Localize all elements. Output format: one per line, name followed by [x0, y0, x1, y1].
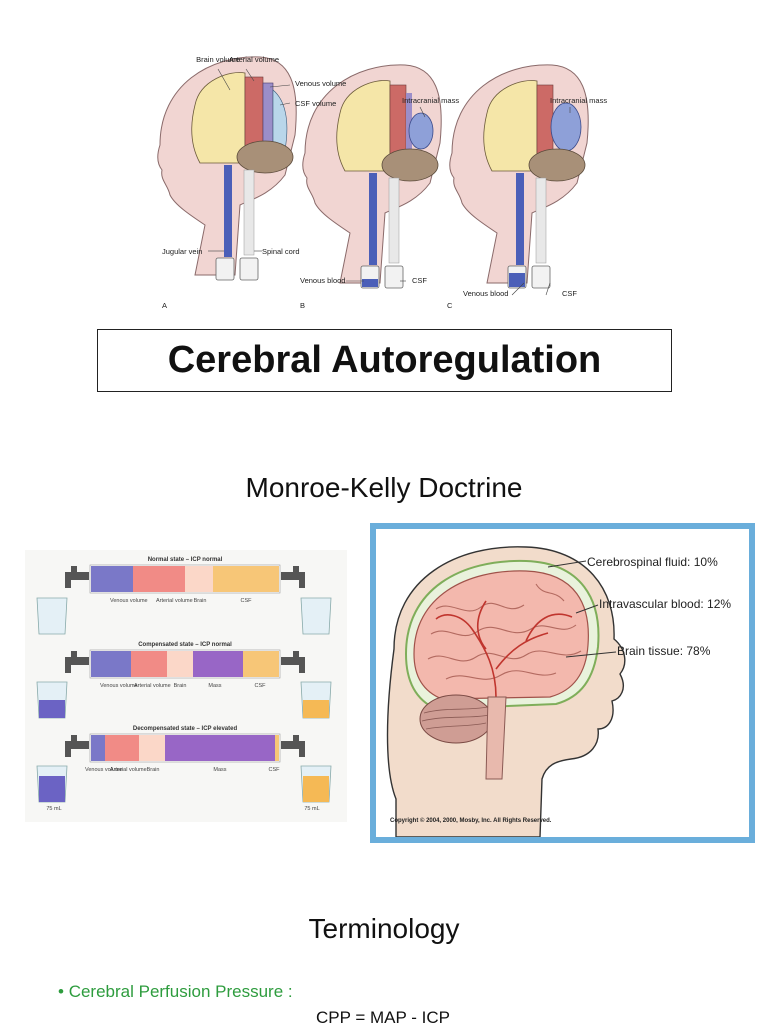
intracranial-mass-label-b: Intracranial mass: [402, 96, 460, 105]
csf-volume-label: CSF volume: [295, 99, 337, 108]
tube-row-compensated: [36, 649, 332, 719]
compensated-state-title: Compensated state – ICP normal: [138, 642, 232, 648]
brain-volume-label: Brain volume: [196, 55, 240, 64]
jugular-vein-label: Jugular vein: [162, 247, 203, 256]
tube-row-decompensated: [36, 733, 332, 803]
cpp-bullet: • Cerebral Perfusion Pressure :: [58, 982, 293, 1002]
venous-blood-label-c: Venous blood: [463, 289, 509, 298]
csf-label-b: CSF: [412, 276, 427, 285]
tube2-brain-label: Brain: [173, 683, 187, 689]
head-illustration-a: [157, 56, 297, 281]
head-illustration-c: [449, 64, 589, 289]
tube2-csf-label: CSF: [254, 683, 266, 689]
tube1-arterial-label: Arterial volume: [156, 598, 193, 604]
normal-state-title: Normal state – ICP normal: [147, 557, 223, 563]
panel-a-label: A: [162, 301, 168, 310]
tube-diagram: [36, 564, 332, 803]
tube-row-normal: [36, 564, 332, 635]
panel-b-label: B: [300, 301, 306, 310]
tube1-brain-label: Brain: [193, 598, 207, 604]
page-title: Cerebral Autoregulation: [167, 339, 602, 381]
monroe-kelly-heading: Monroe-Kelly Doctrine: [245, 472, 523, 503]
left-beaker-volume: 75 mL: [46, 806, 62, 812]
tube3-brain-label: Brain: [146, 767, 160, 773]
tube3-venous-label: Venous volume: [85, 767, 123, 773]
tube1-venous-label: Venous volume: [110, 598, 148, 604]
blood-percent-label: Intravascular blood: 12%: [599, 597, 732, 611]
tube2-mass-label: Mass: [208, 683, 222, 689]
title-box: Cerebral Autoregulation: [97, 329, 672, 392]
csf-percent-label: Cerebrospinal fluid: 10%: [587, 555, 718, 569]
intracranial-volume-figure: [157, 56, 589, 296]
mosby-brain-illustration: [386, 546, 626, 837]
venous-volume-label: Venous volume: [295, 79, 347, 88]
tube1-csf-label: CSF: [240, 598, 252, 604]
terminology-heading: Terminology: [308, 913, 460, 944]
brain-percent-label: Brain tissue: 78%: [617, 644, 711, 658]
csf-label-c: CSF: [562, 289, 577, 298]
arterial-volume-label: Arterial volume: [228, 55, 280, 64]
intracranial-mass-label-c: Intracranial mass: [550, 96, 608, 105]
spinal-cord-label: Spinal cord: [262, 247, 300, 256]
venous-blood-label-b: Venous blood: [300, 276, 346, 285]
tube3-mass-label: Mass: [213, 767, 227, 773]
cpp-formula: CPP = MAP - ICP: [316, 1008, 450, 1027]
mosby-copyright: Copyright © 2004, 2000, Mosby, Inc. All …: [390, 818, 552, 824]
tube3-csf-label: CSF: [268, 767, 280, 773]
head-illustration-b: [302, 64, 442, 289]
tube2-venous-label: Venous volume: [100, 683, 138, 689]
cpp-bullet-text: Cerebral Perfusion Pressure :: [68, 982, 293, 1001]
right-beaker-volume: 75 mL: [304, 806, 320, 812]
bullet-dot: •: [58, 982, 64, 1001]
tube2-arterial-label: Arterial volume: [134, 683, 171, 689]
tube-diagram-panel: [25, 550, 347, 822]
decompensated-state-title: Decompensated state – ICP elevated: [132, 726, 238, 732]
panel-c-label: C: [447, 301, 453, 310]
tube3-arterial-label: Arterial volume: [110, 767, 147, 773]
